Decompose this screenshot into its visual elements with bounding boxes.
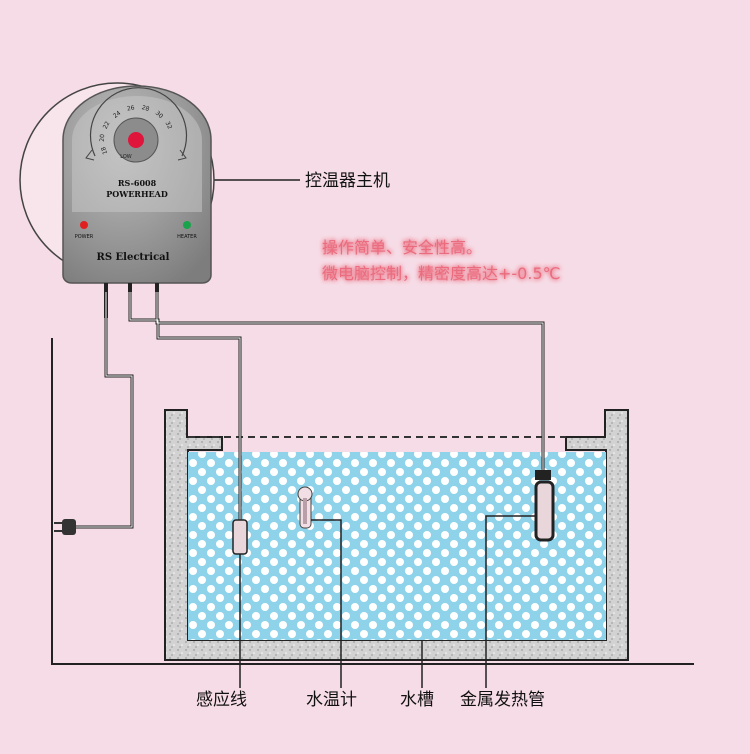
heater-tube bbox=[534, 470, 555, 542]
controller-model: RS-6008 bbox=[118, 178, 157, 188]
feature-line-1: 操作简单、安全性高。 bbox=[322, 238, 482, 257]
dial-tick-label: 18 bbox=[100, 146, 109, 156]
tank-wall bbox=[164, 409, 629, 661]
power-label: POWER bbox=[75, 234, 94, 240]
leader-lines bbox=[196, 179, 537, 688]
tank-label: 水槽 bbox=[400, 690, 434, 710]
feature-line-2: 微电脑控制，精密度高达+-0.5℃ bbox=[322, 264, 561, 283]
thermometer-label: 水温计 bbox=[306, 690, 357, 710]
dial-tick-label: 20 bbox=[99, 134, 106, 142]
wire-inner bbox=[74, 290, 544, 528]
dial-tick-label: 26 bbox=[126, 104, 135, 112]
dial-tick-label: 30 bbox=[154, 110, 164, 120]
tank-water-dots bbox=[188, 452, 606, 640]
heater-led bbox=[183, 221, 191, 229]
dial-knob-center bbox=[128, 132, 144, 148]
dial-tick-label: 24 bbox=[112, 110, 122, 120]
dial-ticks: 18 20 22 24 26 28 30 32 LOW bbox=[99, 104, 173, 160]
dial-arc bbox=[89, 87, 188, 157]
dial-low-label: LOW bbox=[120, 154, 132, 160]
controller-unit: 18 20 22 24 26 28 30 32 LOW RS-6008 POWE… bbox=[62, 85, 212, 292]
controller-main-label: 控温器主机 bbox=[305, 171, 390, 191]
heater-label: HEATER bbox=[177, 234, 197, 240]
dial-tick-label: 32 bbox=[164, 120, 174, 130]
power-plug-icon bbox=[54, 519, 76, 535]
dial-tick-label: 22 bbox=[102, 120, 112, 130]
sensor-probe bbox=[232, 519, 248, 555]
power-led bbox=[80, 221, 88, 229]
thermometer bbox=[297, 486, 313, 529]
heater-tube-label: 金属发热管 bbox=[460, 690, 545, 710]
dial-tick-label: 28 bbox=[141, 104, 150, 113]
sensor-wire-label: 感应线 bbox=[196, 690, 247, 710]
controller-brand-line: POWERHEAD bbox=[106, 189, 168, 199]
floor-line bbox=[51, 338, 694, 665]
controller-company: RS Electrical bbox=[97, 252, 170, 263]
